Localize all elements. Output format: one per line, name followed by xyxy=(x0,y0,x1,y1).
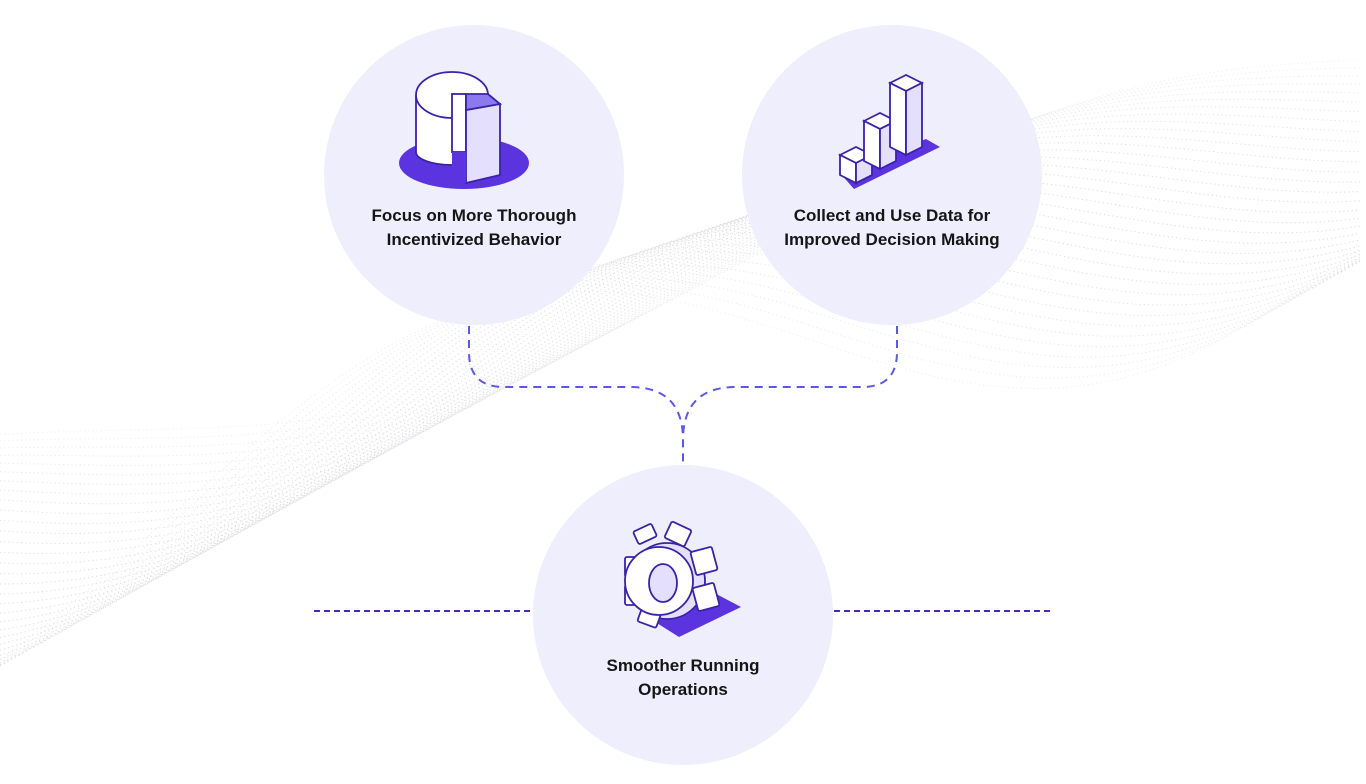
node-focus-label: Focus on More Thorough Incentivized Beha… xyxy=(344,204,604,252)
node-focus-behavior: Focus on More Thorough Incentivized Beha… xyxy=(324,25,624,325)
bar-chart-icon xyxy=(837,73,940,189)
wave-line xyxy=(0,247,1361,664)
node-focus-label-line2: Incentivized Behavior xyxy=(386,230,562,249)
connector-right xyxy=(682,326,898,441)
cylinder-chart-icon xyxy=(399,71,529,189)
wave-line xyxy=(0,156,1361,555)
wave-line xyxy=(0,149,1361,545)
wave-line xyxy=(0,170,1361,575)
gear-icon xyxy=(624,520,741,637)
wave-line xyxy=(0,210,1361,631)
wave-line xyxy=(0,251,1361,664)
wave-line xyxy=(0,98,1361,476)
wave-line xyxy=(0,67,1361,442)
node-focus-label-line1: Focus on More Thorough xyxy=(371,206,577,225)
connector-left xyxy=(468,326,684,465)
wave-line xyxy=(0,255,1361,667)
node-collect-label-line1: Collect and Use Data for xyxy=(793,206,991,225)
wave-line xyxy=(0,83,1361,457)
node-collect-label-line2: Improved Decision Making xyxy=(784,230,1000,249)
wave-line xyxy=(0,127,1361,515)
wave-line xyxy=(0,190,1361,605)
wave-line xyxy=(0,197,1361,614)
wave-line xyxy=(0,257,1361,666)
node-collect-label: Collect and Use Data for Improved Decisi… xyxy=(762,204,1022,252)
wave-line xyxy=(0,59,1361,436)
wave-line xyxy=(0,183,1361,595)
wave-line xyxy=(0,252,1361,666)
node-smoother-label-line1: Smoother Running xyxy=(606,656,760,675)
node-smoother-operations: Smoother Running Operations xyxy=(533,465,833,765)
wave-line xyxy=(0,142,1361,535)
wave-line xyxy=(0,217,1361,639)
wave-line xyxy=(0,113,1361,495)
wave-line xyxy=(0,106,1361,485)
node-collect-data: Collect and Use Data for Improved Decisi… xyxy=(742,25,1042,325)
wave-line xyxy=(0,120,1361,505)
wave-line xyxy=(0,242,1361,661)
node-smoother-label: Smoother Running Operations xyxy=(553,654,813,702)
node-smoother-label-line2: Operations xyxy=(638,680,728,699)
wave-line xyxy=(0,135,1361,525)
